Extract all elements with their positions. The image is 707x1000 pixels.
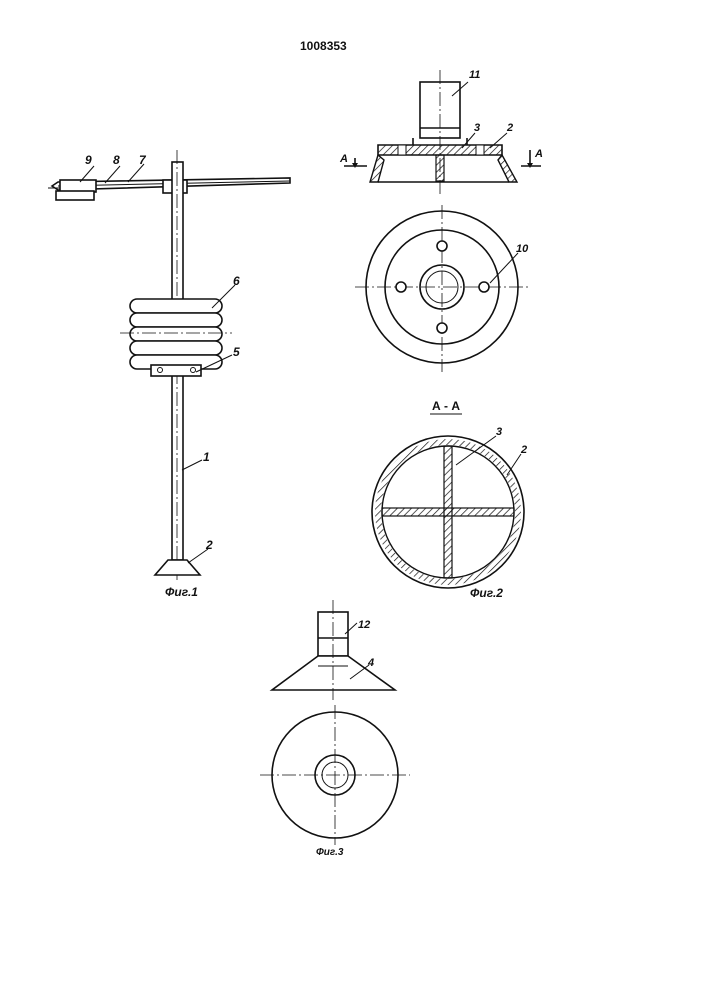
label-2-fig1: 2 (205, 538, 213, 552)
caption-fig3: Фиг.3 (316, 847, 344, 858)
label-2-top: 2 (506, 122, 513, 134)
label-9: 9 (85, 153, 92, 167)
label-6: 6 (233, 274, 240, 288)
patent-number: 1008353 (300, 39, 347, 53)
clamp (151, 365, 201, 376)
figure-2-plan-view: 10 (355, 205, 530, 372)
label-10: 10 (516, 243, 529, 255)
label-2-section: 2 (520, 444, 527, 456)
caption-fig2: Фиг.2 (470, 586, 503, 600)
section-title: А - А (432, 399, 460, 413)
label-5: 5 (233, 345, 240, 359)
label-4: 4 (367, 657, 374, 669)
label-8: 8 (113, 153, 120, 167)
label-3-section: 3 (496, 426, 502, 438)
figure-2-side-view: А А 11 3 2 (339, 69, 543, 195)
figure-3: 12 4 Фиг.3 (260, 600, 410, 858)
cone-skirt (370, 155, 384, 182)
hole-right (479, 282, 489, 292)
hole-top (437, 241, 447, 251)
section-mark-right: А (534, 148, 543, 160)
base-foot (155, 560, 200, 575)
figure-1: 9 8 7 6 5 1 2 Фиг.1 (48, 150, 290, 599)
label-12: 12 (358, 619, 370, 631)
cone-4 (272, 656, 395, 690)
hole-left (396, 282, 406, 292)
cross-rib-horizontal (382, 508, 514, 516)
hole-bottom (437, 323, 447, 333)
label-7: 7 (139, 153, 147, 167)
caption-fig1: Фиг.1 (165, 585, 198, 599)
horizontal-arm (48, 178, 290, 200)
figure-2-section-aa: А - А 3 2 Фиг.2 (372, 399, 527, 600)
section-mark-left: А (339, 153, 348, 165)
label-3-top: 3 (474, 122, 480, 134)
label-11: 11 (469, 69, 480, 81)
label-1: 1 (203, 450, 210, 464)
weight-stack (120, 299, 232, 369)
